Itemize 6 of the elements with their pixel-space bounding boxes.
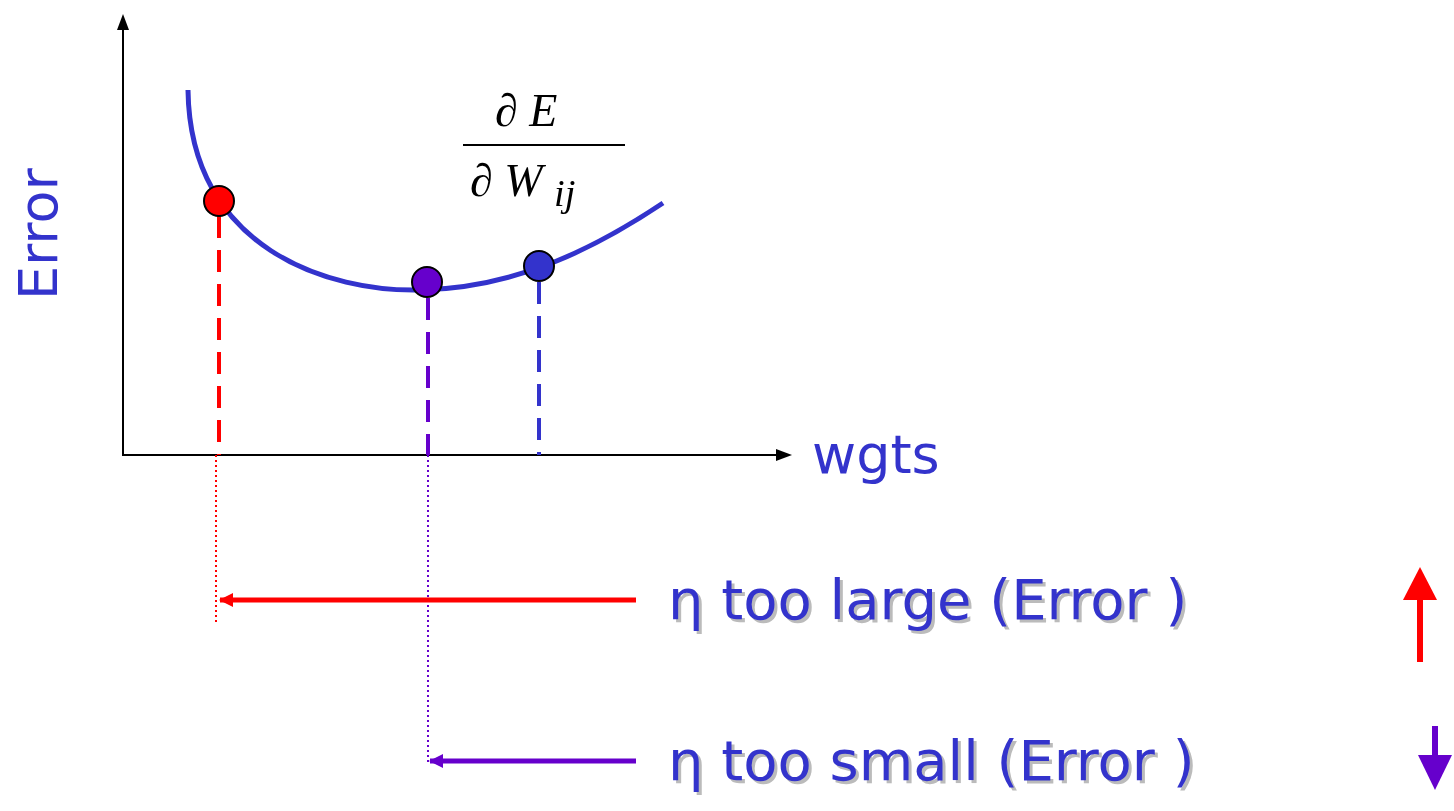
- formula-numerator: ∂ E: [495, 88, 558, 134]
- arrow: [429, 754, 636, 768]
- axis-label: Error: [12, 168, 66, 300]
- axis-label: wgts: [812, 428, 940, 482]
- arrow: [219, 593, 636, 607]
- formula-denominator: ∂ W $_{ij}$: [470, 158, 576, 213]
